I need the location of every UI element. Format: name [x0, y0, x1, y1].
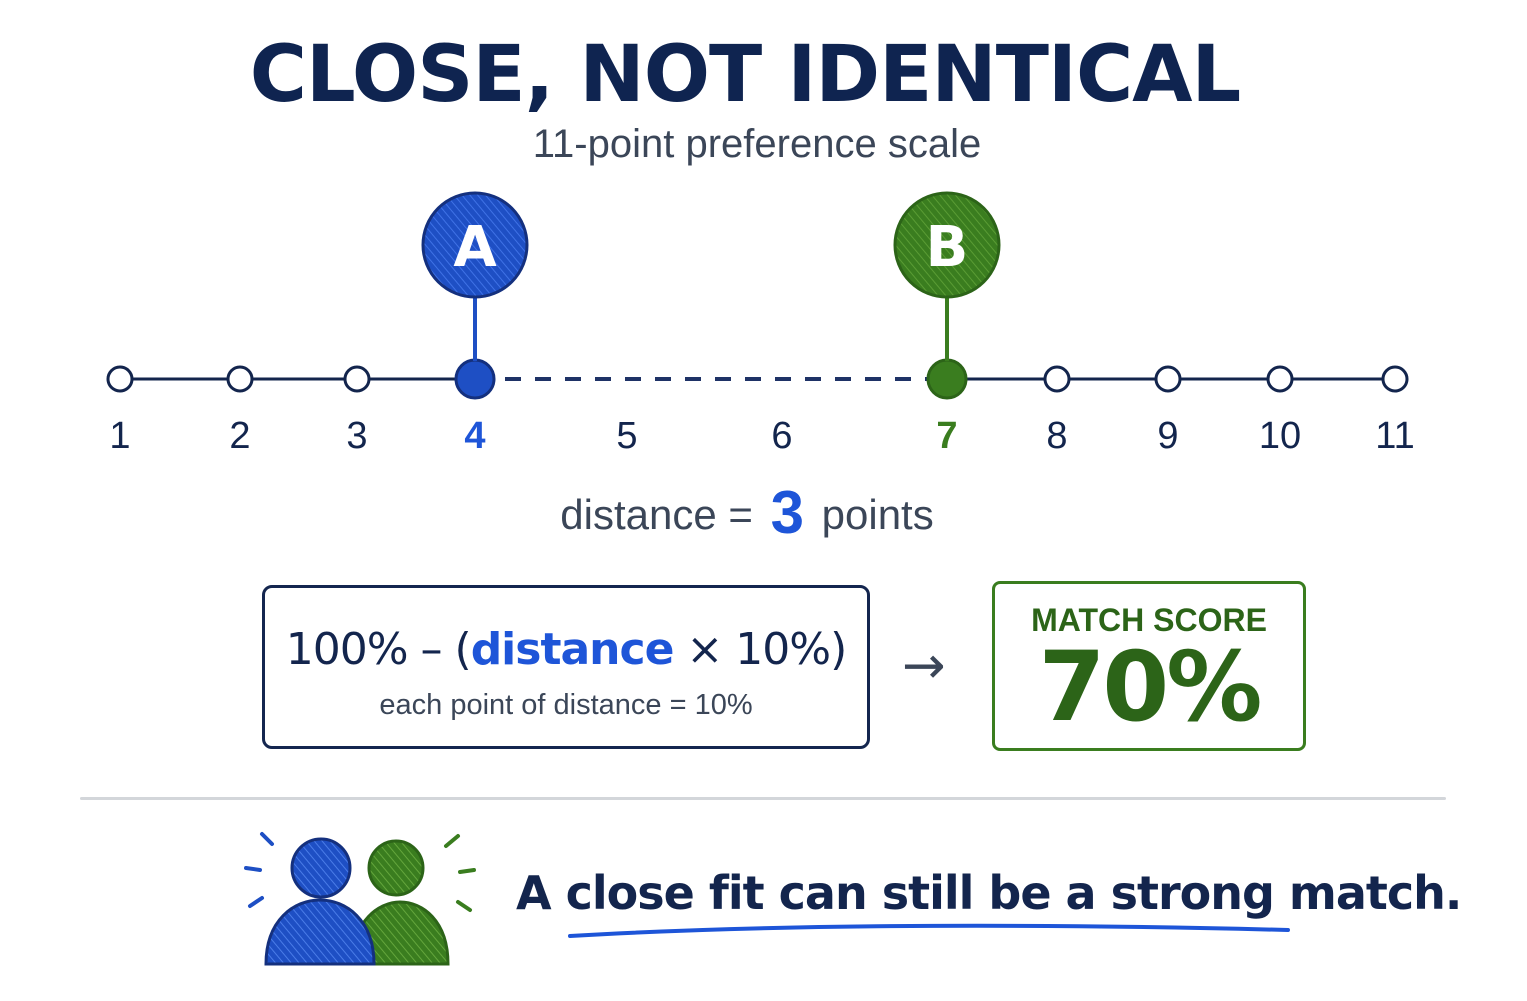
marker-a-pin [421, 191, 529, 299]
divider [80, 797, 1446, 800]
person-blue-icon [264, 837, 376, 966]
scale-label-5: 5 [616, 415, 637, 457]
marker-a-label: A [453, 215, 497, 280]
formula-part2: × 10%) [673, 624, 847, 675]
scale-point-3 [343, 365, 371, 393]
page-subtitle: 11-point preference scale [532, 122, 982, 166]
burst-left-icon [244, 832, 274, 908]
formula-part1: 100% – ( [285, 624, 472, 675]
scale-point-1 [106, 365, 134, 393]
scale-point-9 [1154, 365, 1182, 393]
distance-prefix: distance = [560, 491, 753, 538]
scale-point-8 [1043, 365, 1071, 393]
scale-label-11: 11 [1375, 415, 1414, 457]
preference-scale: 1 2 3 4 5 6 7 8 9 10 11 A B [106, 191, 1415, 457]
match-score-value: 70% [1038, 631, 1263, 743]
tagline: A close fit can still be a strong match. [516, 866, 1462, 920]
formula: 100% – (distance × 10%) [265, 624, 867, 675]
scale-point-7 [926, 358, 968, 400]
distance-readout: distance = 3 points [0, 478, 1494, 547]
person-green-icon [350, 839, 450, 966]
distance-value: 3 [770, 479, 804, 546]
scale-label-9: 9 [1157, 415, 1178, 457]
distance-suffix: points [821, 491, 934, 538]
right-arrow-icon: → [902, 636, 946, 696]
match-score-box: MATCH SCORE 70% [992, 581, 1306, 751]
scale-point-2 [226, 365, 254, 393]
formula-note: each point of distance = 10% [379, 689, 753, 721]
scale-label-8: 8 [1046, 415, 1067, 457]
scale-label-6: 6 [771, 415, 792, 457]
scale-point-10 [1266, 365, 1294, 393]
match-score-label: MATCH SCORE [1031, 602, 1267, 638]
scale-label-4: 4 [464, 415, 485, 457]
scale-label-10: 10 [1259, 415, 1301, 457]
page-title: CLOSE, NOT IDENTICAL [249, 30, 1242, 120]
formula-box: 100% – (distance × 10%) each point of di… [262, 585, 870, 749]
scale-label-7: 7 [936, 415, 957, 457]
scale-label-1: 1 [109, 415, 130, 457]
scale-point-4 [454, 358, 496, 400]
tagline-underline [568, 923, 1290, 938]
marker-b-label: B [926, 215, 969, 280]
formula-distance-term: distance [470, 624, 675, 675]
two-people-icon [244, 832, 476, 966]
marker-b-pin [893, 191, 1001, 299]
scale-point-11 [1381, 365, 1409, 393]
scale-label-3: 3 [346, 415, 367, 457]
scale-label-2: 2 [229, 415, 250, 457]
burst-right-icon [444, 834, 476, 912]
